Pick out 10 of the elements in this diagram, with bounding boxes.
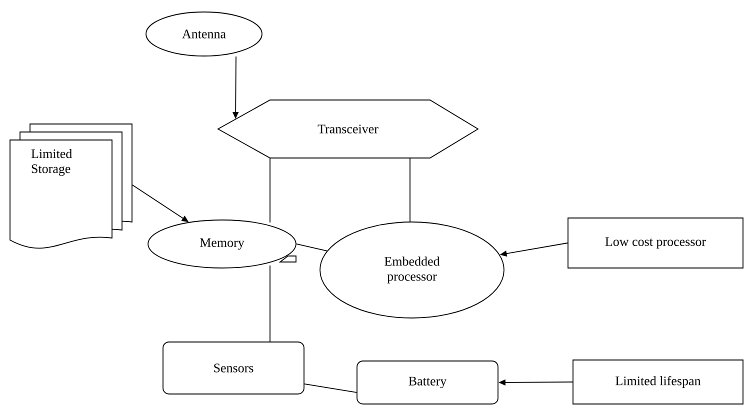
- rounded-box: Battery: [356, 360, 498, 404]
- rounded-box: Sensors: [162, 342, 304, 394]
- ellipse-callout: Memory: [148, 220, 296, 268]
- ellipse-node: Embedded processor: [320, 222, 504, 318]
- connector: [296, 244, 328, 252]
- ellipse-node: Antenna: [146, 12, 262, 56]
- connector: [304, 384, 357, 393]
- process-box: Limited lifespan: [572, 360, 744, 404]
- document-stack: Limited Storage: [10, 124, 132, 249]
- process-box: Low cost processor: [568, 218, 744, 268]
